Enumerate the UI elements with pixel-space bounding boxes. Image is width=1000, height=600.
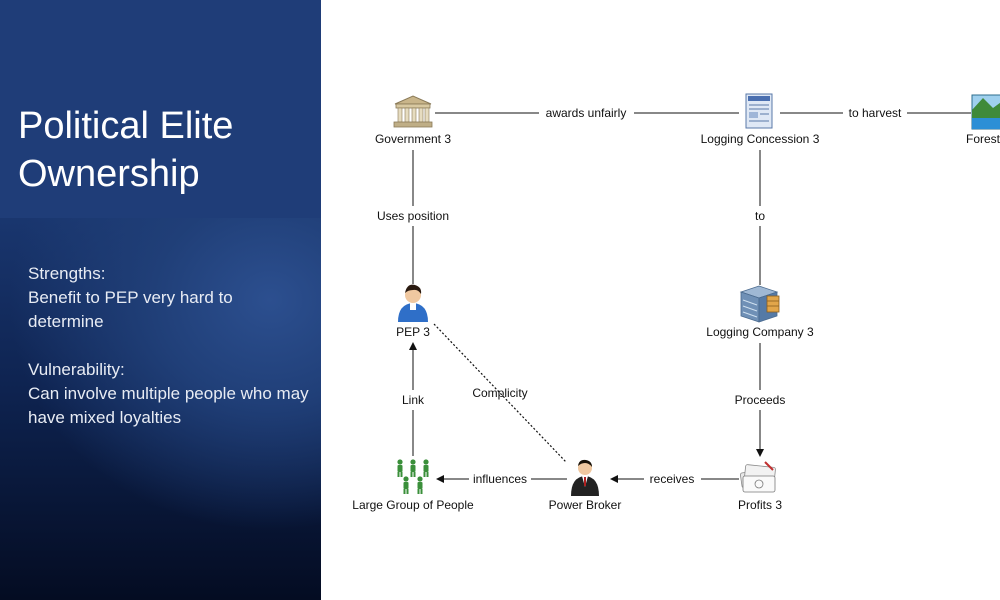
edge-label-to: to [755, 209, 765, 223]
node-government[interactable]: Government 3 [375, 95, 451, 146]
strengths-heading: Strengths: [28, 264, 106, 283]
title-line-2: Ownership [18, 153, 200, 195]
people-group-icon [397, 459, 429, 494]
node-label-profits: Profits 3 [738, 498, 782, 512]
edge-label-influences: influences [473, 472, 527, 486]
node-logging-company[interactable]: Logging Company 3 [706, 285, 814, 339]
money-icon [740, 461, 776, 493]
node-label-large-group: Large Group of People [352, 498, 474, 512]
edge-label-to-harvest: to harvest [849, 106, 902, 120]
edge-uses-position: Uses position [377, 150, 449, 284]
strengths-text: Benefit to PEP very hard to determine [28, 288, 233, 331]
node-label-government: Government 3 [375, 132, 451, 146]
node-label-power-broker: Power Broker [549, 498, 622, 512]
edge-receives: receives [610, 472, 739, 486]
node-pep[interactable]: PEP 3 [396, 284, 430, 339]
edge-label-uses-position: Uses position [377, 209, 449, 223]
node-forest[interactable]: Forest [966, 94, 1000, 146]
edge-influences: influences [436, 472, 567, 486]
edge-label-awards-unfairly: awards unfairly [546, 106, 627, 120]
node-label-forest: Forest [966, 132, 1000, 146]
network-diagram: awards unfairly to harvest Uses position… [321, 0, 1000, 600]
node-power-broker[interactable]: Power Broker [549, 459, 622, 512]
person-icon [398, 284, 428, 322]
forest-landscape-icon [971, 94, 1000, 130]
edge-awards-unfairly: awards unfairly [435, 106, 739, 120]
vulnerability-heading: Vulnerability: [28, 360, 125, 379]
businessman-icon [571, 459, 599, 496]
edge-label-complicity: Complicity [472, 386, 527, 400]
title-line-1: Political Elite [18, 105, 234, 147]
edge-proceeds: Proceeds [735, 343, 786, 457]
node-concession[interactable]: Logging Concession 3 [701, 93, 820, 146]
company-building-icon [739, 285, 780, 323]
edge-complicity: Complicity [433, 323, 567, 463]
node-label-concession: Logging Concession 3 [701, 132, 820, 146]
slide-title: Political Elite Ownership [18, 102, 233, 198]
node-large-group[interactable]: Large Group of People [352, 459, 474, 512]
edge-to: to [755, 150, 765, 285]
edge-label-link: Link [402, 393, 425, 407]
vulnerability-text: Can involve multiple people who may have… [28, 384, 309, 427]
government-building-icon [393, 95, 433, 128]
edge-label-receives: receives [650, 472, 695, 486]
slide-sidebar: Political Elite Ownership Strengths: Ben… [0, 0, 321, 600]
node-label-logging-company: Logging Company 3 [706, 325, 814, 339]
edge-to-harvest: to harvest [780, 106, 971, 120]
edge-link: Link [402, 342, 425, 456]
document-icon [745, 93, 773, 129]
edge-label-proceeds: Proceeds [735, 393, 786, 407]
slide-body: Strengths: Benefit to PEP very hard to d… [28, 262, 313, 430]
node-profits[interactable]: Profits 3 [738, 461, 782, 512]
title-box: Political Elite Ownership [0, 0, 321, 218]
node-label-pep: PEP 3 [396, 325, 430, 339]
